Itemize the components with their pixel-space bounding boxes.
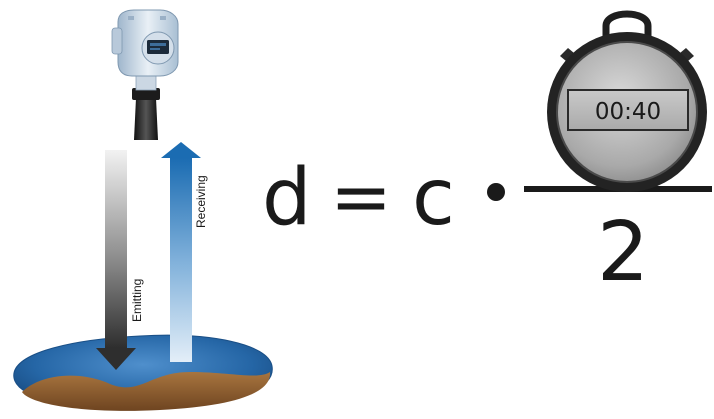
receiving-label: Receiving <box>194 175 208 228</box>
formula-equals: = <box>330 154 392 240</box>
earth-ground <box>22 372 271 411</box>
formula-speed: c <box>412 153 455 243</box>
emitting-label: Emitting <box>130 279 144 322</box>
emitting-arrow: Emitting <box>96 150 144 370</box>
stopwatch-time: 00:40 <box>595 99 661 125</box>
formula-denominator: 2 <box>597 205 649 300</box>
receiving-arrow: Receiving <box>161 142 208 362</box>
radar-transmitter <box>111 9 179 140</box>
liquid-surface <box>13 334 273 411</box>
stopwatch-display <box>567 89 689 131</box>
formula-distance: d <box>262 153 312 243</box>
stopwatch: 00:40 <box>547 10 707 192</box>
multiplication-dot <box>487 183 505 201</box>
